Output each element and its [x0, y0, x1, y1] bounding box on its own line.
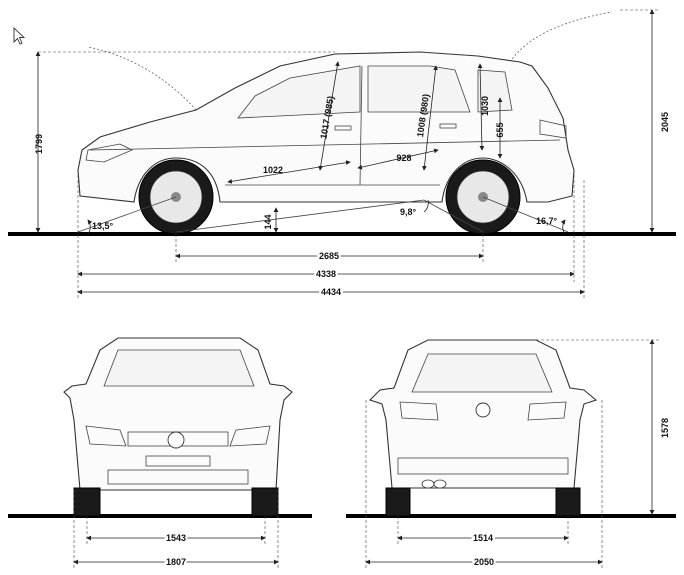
dim-legroom-rear: 928 [396, 153, 411, 163]
dim-boot-sill: 655 [495, 122, 505, 137]
front-tyre-left [73, 487, 101, 517]
dim-ramp-angle: 9,8° [400, 207, 417, 217]
rear-view: 1514 2050 1578 [346, 339, 676, 569]
dim-length-excl: 4338 [316, 269, 336, 279]
brand-badge-front [167, 431, 185, 449]
side-view: 1799 2045 1017 (985) 1008 (980) 1030 655… [8, 9, 676, 299]
dim-height: 1799 [34, 134, 44, 154]
dim-legroom-front: 1022 [263, 165, 283, 175]
mouse-pointer-icon [13, 26, 26, 45]
lower-intake [107, 469, 249, 485]
door-handle-rear [439, 123, 457, 129]
dim-width: 1807 [166, 557, 186, 567]
windscreen [103, 349, 255, 387]
dim-rear-track: 1514 [473, 533, 493, 543]
dim-departure-angle: 16,7° [536, 216, 558, 226]
side-window-rear [367, 65, 471, 113]
dim-boot-height: 1030 [480, 96, 490, 116]
dim-ground-clearance: 144 [263, 214, 273, 229]
brand-badge-rear [475, 402, 491, 418]
dim-approach-angle: 13,5° [92, 221, 114, 231]
headlight [85, 143, 133, 163]
front-number-plate [145, 455, 211, 467]
dim-length-overall: 4434 [321, 287, 341, 297]
dim-width-mirrors: 2050 [474, 557, 494, 567]
headlight-right [229, 425, 271, 447]
front-tyre-right [251, 487, 279, 517]
rear-tyre-left [385, 487, 411, 517]
dim-height-tailgate-open: 2045 [660, 112, 670, 132]
rear-window [411, 353, 553, 393]
bonnet-open-outline [87, 46, 197, 111]
tail-light [539, 119, 567, 139]
rear-tyre-right [555, 487, 581, 517]
exhaust-left [421, 479, 435, 489]
tailgate-open-outline [509, 11, 613, 63]
front-view: 1543 1807 [8, 337, 312, 569]
tail-light-right [527, 401, 567, 421]
headlight-left [85, 425, 127, 447]
rear-bumper [397, 457, 569, 475]
exhaust-right [433, 479, 447, 489]
dim-front-track: 1543 [166, 533, 186, 543]
dim-rear-height: 1578 [660, 418, 670, 438]
dim-wheelbase: 2685 [319, 251, 339, 261]
tail-light-left [399, 401, 439, 421]
